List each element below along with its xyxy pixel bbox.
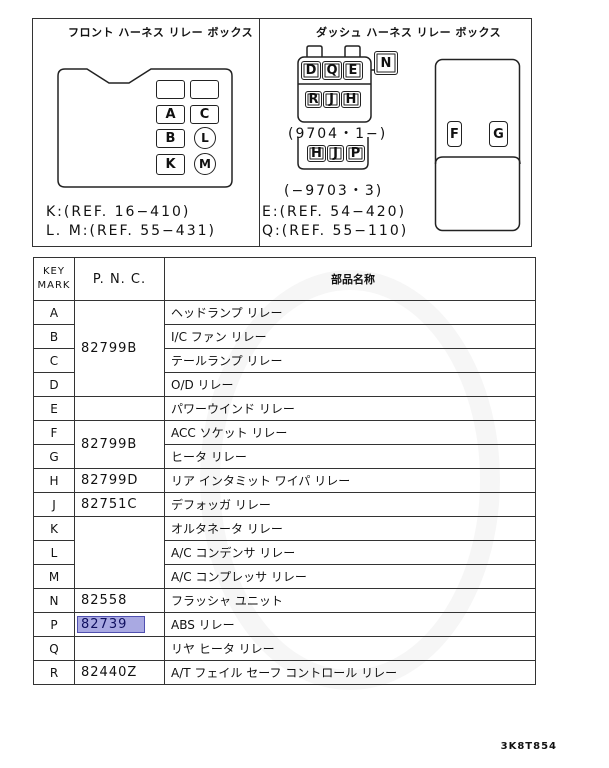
table-row: H 82799D リア インタミット ワイパ リレー xyxy=(33,468,536,493)
table-row: J 82751C デフォッガ リレー xyxy=(33,492,536,517)
header-part-name: 部品名称 xyxy=(164,257,536,301)
header-key-mark: KEY MARK xyxy=(33,257,75,301)
dash-date-new: (9704・1−) xyxy=(288,126,388,142)
table-row: E パワーウインド リレー xyxy=(33,396,536,421)
dash-slot-r[interactable]: R xyxy=(305,91,322,108)
dash-ref-q: Q:(REF. 55−110) xyxy=(262,223,409,239)
pnc-cell[interactable]: 82751C xyxy=(74,492,165,517)
front-box-title: フロント ハーネス リレー ボックス xyxy=(68,26,254,39)
dash-slot-j[interactable]: J xyxy=(323,91,340,108)
table-row: B I/C ファン リレー xyxy=(33,324,536,349)
table-row: Q リヤ ヒータ リレー xyxy=(33,636,536,661)
pnc-cell[interactable]: 82799B xyxy=(74,420,165,469)
relay-parts-table: KEY MARK P. N. C. 部品名称 A 82799B ヘッドランプ リ… xyxy=(33,257,536,685)
right-relay-box-outline xyxy=(434,58,521,232)
dash-old-slot-h[interactable]: H xyxy=(307,145,326,162)
table-row: N 82558 フラッシャ ユニット xyxy=(33,588,536,613)
front-slot-b[interactable]: B xyxy=(156,129,185,148)
relay-box-diagram-frame xyxy=(32,18,532,247)
dash-slot-d[interactable]: D xyxy=(301,61,321,80)
pnc-cell-highlighted[interactable]: 82739 xyxy=(74,612,165,637)
front-ref-lm: L. M:(REF. 55−431) xyxy=(46,223,216,239)
table-row: F 82799B ACC ソケット リレー xyxy=(33,420,536,469)
table-row: D O/D リレー xyxy=(33,372,536,397)
pnc-cell[interactable] xyxy=(74,636,165,661)
pnc-cell[interactable] xyxy=(74,396,165,421)
front-slot-blank-2[interactable] xyxy=(190,80,219,99)
diagram-code: 3K8T854 xyxy=(500,741,557,752)
pnc-highlight[interactable]: 82739 xyxy=(77,616,145,633)
dash-box-title: ダッシュ ハーネス リレー ボックス xyxy=(316,26,502,39)
dash-slot-q[interactable]: Q xyxy=(322,61,342,80)
header-pnc: P. N. C. xyxy=(74,257,165,301)
dash-slot-e[interactable]: E xyxy=(343,61,363,80)
pnc-cell[interactable]: 82440Z xyxy=(74,660,165,685)
pnc-cell[interactable]: 82799D xyxy=(74,468,165,493)
pnc-cell[interactable]: 82558 xyxy=(74,588,165,613)
front-slot-blank-1[interactable] xyxy=(156,80,185,99)
dash-old-slot-j[interactable]: J xyxy=(327,145,344,162)
table-row: C テールランプ リレー xyxy=(33,348,536,373)
front-ref-k: K:(REF. 16−410) xyxy=(46,204,191,220)
front-slot-a[interactable]: A xyxy=(156,105,185,124)
table-row: K オルタネータ リレー xyxy=(33,516,536,589)
dash-old-box-outline xyxy=(297,137,369,170)
dash-slot-n[interactable]: N xyxy=(374,51,398,75)
front-slot-m[interactable]: M xyxy=(194,153,216,175)
table-row: M A/C コンプレッサ リレー xyxy=(33,564,536,589)
dash-slot-h[interactable]: H xyxy=(341,91,361,108)
table-row: L A/C コンデンサ リレー xyxy=(33,540,536,565)
dash-relay-box-outline xyxy=(297,45,378,123)
dash-old-slot-p[interactable]: P xyxy=(346,145,365,162)
frame-divider xyxy=(259,18,260,247)
pnc-cell[interactable] xyxy=(74,516,165,589)
front-relay-box-outline xyxy=(57,68,233,188)
right-slot-g[interactable]: G xyxy=(489,121,508,147)
pnc-cell[interactable]: 82799B xyxy=(74,300,165,397)
table-row-selected: P 82739 ABS リレー xyxy=(33,612,536,637)
front-slot-l[interactable]: L xyxy=(194,127,216,149)
table-row: G ヒータ リレー xyxy=(33,444,536,469)
dash-ref-e: E:(REF. 54−420) xyxy=(262,204,407,220)
table-row: R 82440Z A/T フェイル セーフ コントロール リレー xyxy=(33,660,536,685)
front-slot-c[interactable]: C xyxy=(190,105,219,124)
table-header-row: KEY MARK P. N. C. 部品名称 xyxy=(33,257,536,301)
front-slot-k[interactable]: K xyxy=(156,154,185,175)
right-slot-f[interactable]: F xyxy=(447,121,462,147)
table-row: A 82799B ヘッドランプ リレー xyxy=(33,300,536,397)
dash-date-old: (−9703・3) xyxy=(284,183,384,199)
